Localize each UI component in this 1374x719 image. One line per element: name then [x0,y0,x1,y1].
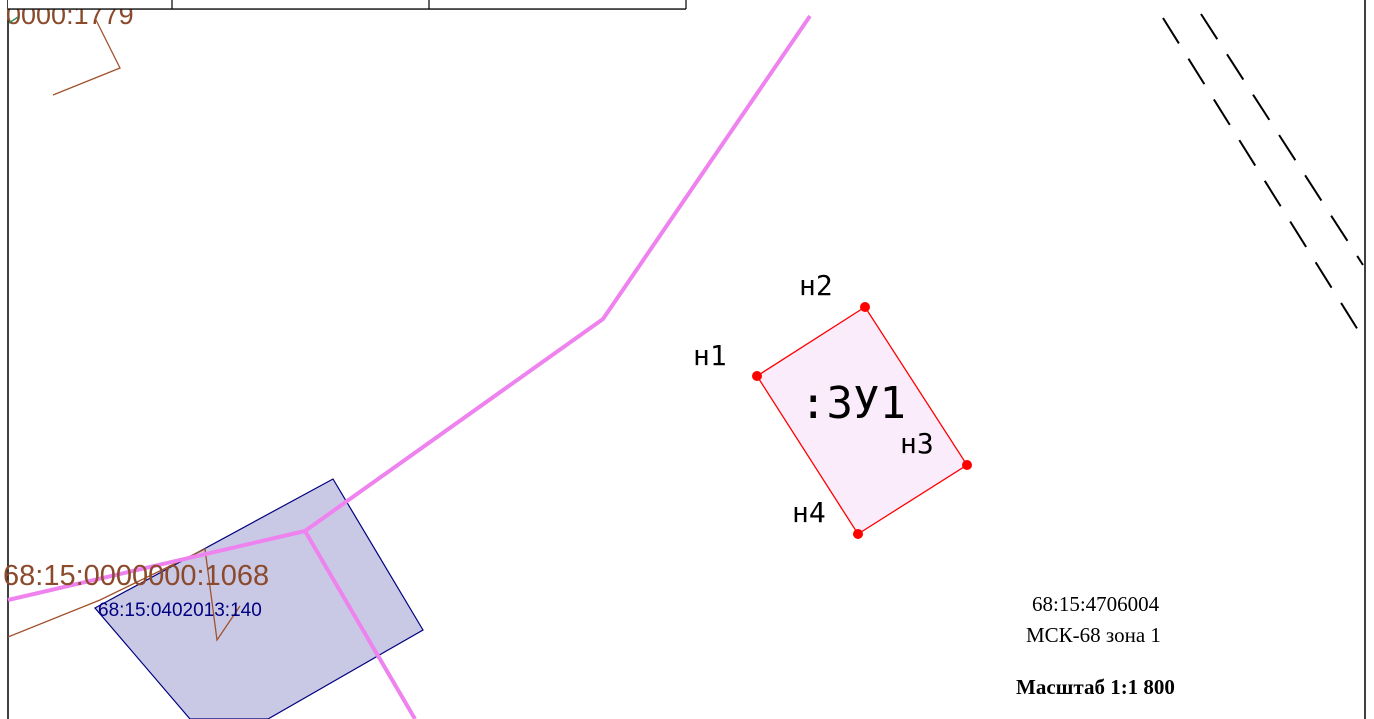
vertex-label-n3: н3 [900,427,934,460]
vertex-n3[interactable] [962,460,972,470]
vertex-n2[interactable] [860,302,870,312]
header-mask [8,0,688,9]
map-scale: Масштаб 1:1 800 [1016,675,1175,699]
road-dashed-lines [1162,13,1364,339]
building-polygon[interactable] [94,478,424,719]
green-boundary-fragment [8,16,19,24]
parcel-vertices [752,302,972,539]
boundary-line [7,14,812,719]
vertex-label-n2: н2 [799,269,833,302]
land-plot-boundary-top [52,17,121,96]
quarter-number: 68:15:4706004 [1032,592,1160,616]
vertex-n4[interactable] [853,529,863,539]
land-plot-cadastral-label: 68:15:0000000:1068 [3,560,269,592]
vertex-label-n4: н4 [792,496,826,529]
vertex-label-n1: н1 [693,339,727,372]
land-plot-boundary-bottom [7,548,241,642]
vertex-n1[interactable] [752,371,762,381]
parcel-label: :ЗУ1 [800,378,906,429]
building-cadastral-label: 68:15:0402013:140 [98,600,262,621]
coordinate-system: МСК-68 зона 1 [1026,623,1161,647]
